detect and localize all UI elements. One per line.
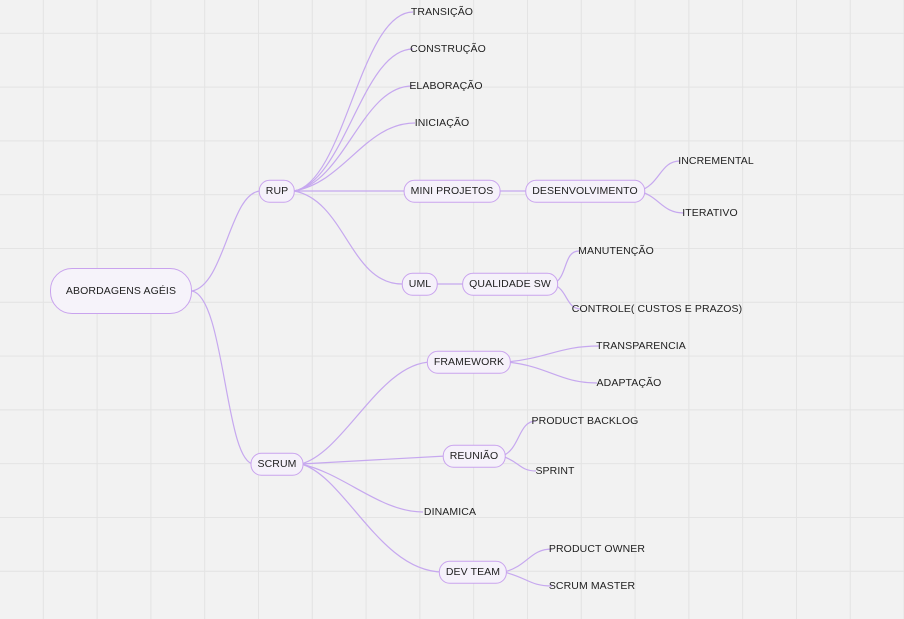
- edge-scrum-reuniao: [300, 455, 447, 465]
- construcao-node[interactable]: CONSTRUÇÃO: [410, 42, 486, 55]
- scrum-master-node[interactable]: SCRUM MASTER: [548, 579, 636, 592]
- edge-rup-uml: [293, 190, 403, 285]
- manutencao-node[interactable]: MANUTENÇÃO: [578, 244, 654, 257]
- edge-desenv-iterativo: [638, 190, 685, 214]
- sprint-node[interactable]: SPRINT: [535, 464, 575, 477]
- desenvolvimento-node[interactable]: DESENVOLVIMENTO: [525, 179, 645, 203]
- iniciacao-node[interactable]: INICIAÇÃO: [414, 116, 470, 129]
- edge-framework-transparencia: [506, 345, 600, 363]
- iterativo-node[interactable]: ITERATIVO: [682, 206, 738, 219]
- edge-scrum-dinamica: [300, 463, 424, 513]
- adaptacao-node[interactable]: ADAPTAÇÃO: [596, 376, 662, 389]
- edge-rup-elaboracao: [293, 85, 413, 192]
- dinamica-node[interactable]: DINAMICA: [423, 505, 477, 518]
- elaboracao-node[interactable]: ELABORAÇÃO: [409, 79, 483, 92]
- edge-devteam-po: [503, 548, 553, 573]
- product-backlog-node[interactable]: PRODUCT BACKLOG: [531, 414, 639, 427]
- incremental-node[interactable]: INCREMENTAL: [678, 154, 754, 167]
- edge-rup-construcao: [293, 48, 414, 192]
- edge-scrum-devteam: [300, 463, 444, 573]
- edge-scrum-framework: [300, 361, 433, 465]
- edge-reuniao-sprint: [501, 455, 537, 472]
- dev-team-node[interactable]: DEV TEAM: [438, 560, 508, 584]
- controle-node[interactable]: CONTROLE( CUSTOS E PRAZOS): [571, 302, 743, 315]
- transparencia-node[interactable]: TRANSPARENCIA: [596, 339, 686, 352]
- edge-framework-adaptacao: [506, 361, 598, 384]
- edge-root-rup: [191, 190, 262, 292]
- product-owner-node[interactable]: PRODUCT OWNER: [548, 542, 646, 555]
- edge-rup-iniciacao: [293, 122, 416, 192]
- qualidade-sw-node[interactable]: QUALIDADE SW: [462, 272, 558, 296]
- scrum-node[interactable]: SCRUM: [250, 452, 304, 476]
- edge-reuniao-backlog: [501, 420, 537, 457]
- rup-node[interactable]: RUP: [258, 179, 296, 203]
- root-node[interactable]: ABORDAGENS AGÉIS: [50, 268, 192, 314]
- framework-node[interactable]: FRAMEWORK: [426, 350, 512, 374]
- edge-devteam-sm: [503, 571, 553, 587]
- reuniao-node[interactable]: REUNIÃO: [442, 444, 506, 468]
- edge-root-scrum: [191, 290, 255, 465]
- mini-projetos-node[interactable]: MINI PROJETOS: [403, 179, 501, 203]
- edge-rup-transicao: [293, 11, 414, 192]
- uml-node[interactable]: UML: [401, 272, 439, 296]
- edge-desenv-incremental: [638, 160, 681, 192]
- transicao-node[interactable]: TRANSIÇÃO: [410, 5, 474, 18]
